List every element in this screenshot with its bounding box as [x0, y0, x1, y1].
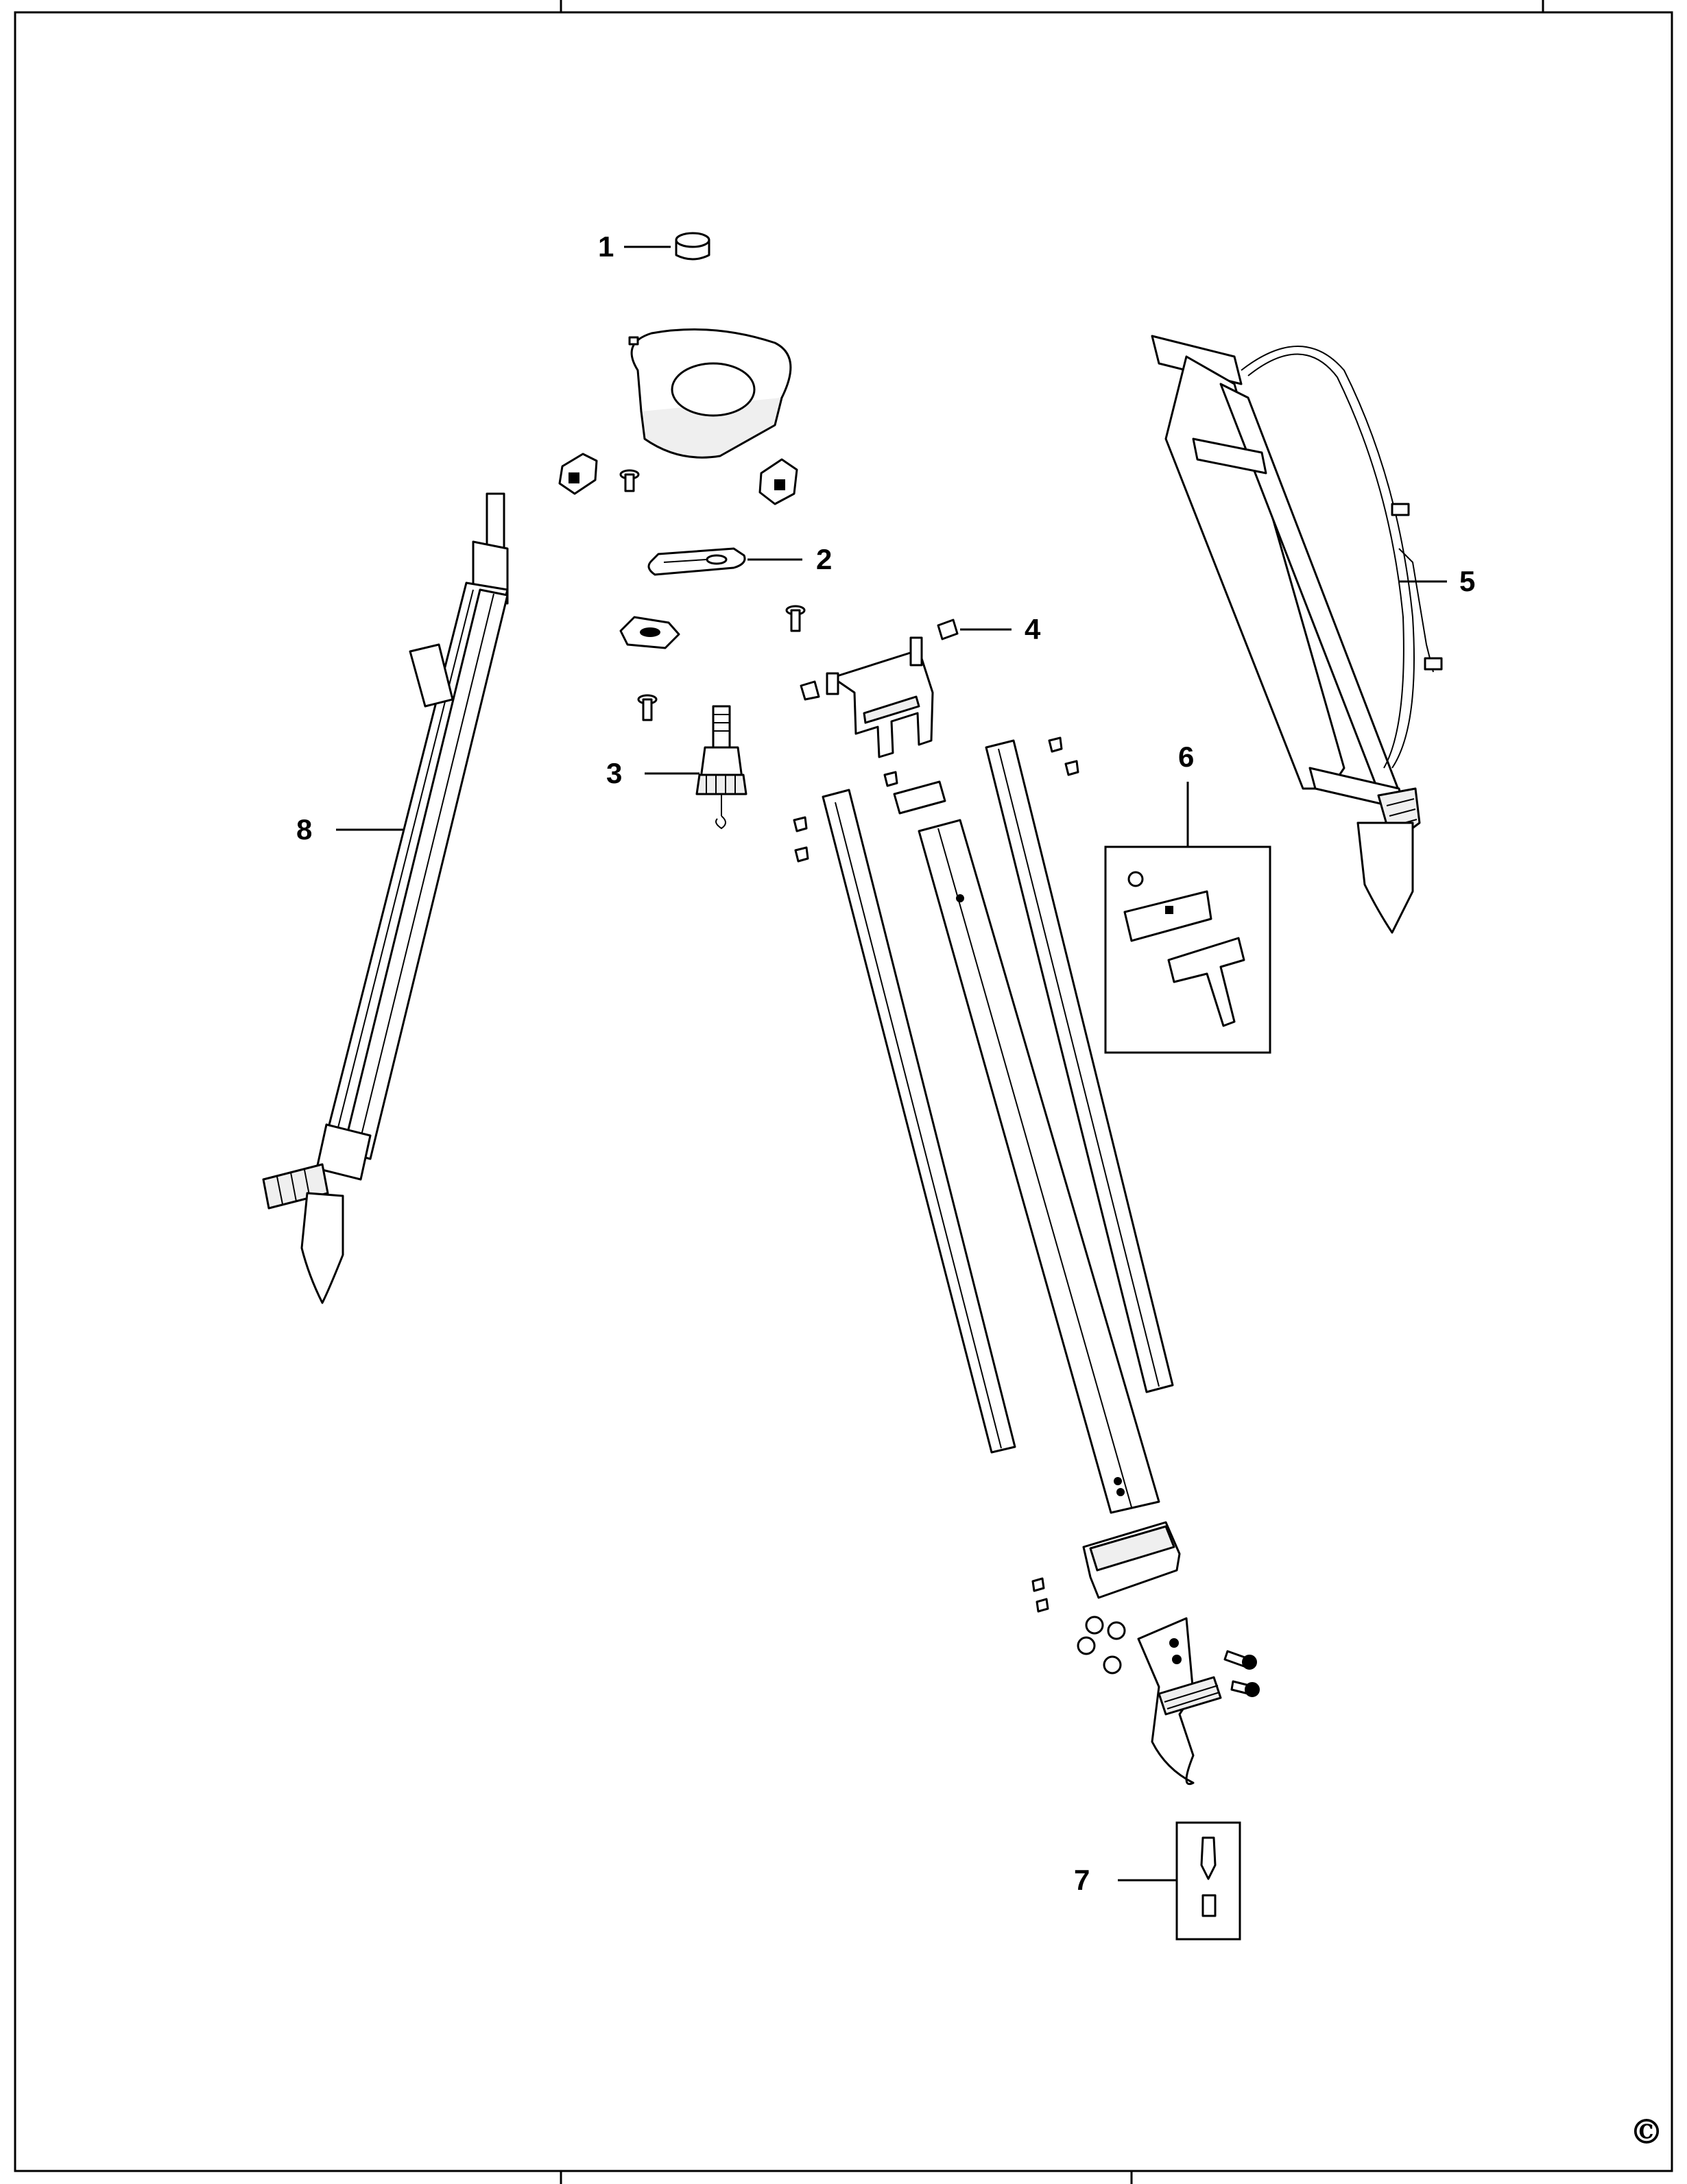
- hinge-block-right: [758, 458, 798, 505]
- callout-7: 7: [1074, 1864, 1090, 1896]
- leg-channel-center: [918, 819, 1160, 1514]
- callout-3: 3: [606, 757, 622, 789]
- screw-pair-upper: [793, 736, 1079, 863]
- callout-2: 2: [816, 543, 832, 575]
- part-7-spike-set: [1175, 1821, 1241, 1941]
- nut-plate: [619, 616, 680, 649]
- callout-leaders: [336, 245, 1447, 1882]
- part-6-leg-clamp-kit: [1104, 845, 1271, 1054]
- screw-small-1: [619, 469, 640, 492]
- callout-4: 4: [1025, 613, 1041, 645]
- page-frame: [14, 0, 1673, 2184]
- leg-channel-left: [822, 789, 1016, 1454]
- foot-clamp-sleeve: [1082, 1521, 1181, 1599]
- hinge-bracket: [800, 636, 934, 758]
- part-4-pin: [937, 619, 959, 640]
- part-3-center-knob: [695, 705, 747, 830]
- callout-8: 8: [296, 813, 312, 845]
- part-2-clamp-lever: [647, 547, 746, 576]
- copyright-mark: ©: [1629, 2111, 1664, 2152]
- part-8-leg-assembly: [262, 492, 509, 1304]
- hinge-block-left: [558, 453, 598, 495]
- part-1-cap: [675, 232, 710, 261]
- nuts-and-washers: [1031, 1577, 1126, 1675]
- callout-5: 5: [1459, 565, 1475, 597]
- callout-6: 6: [1178, 741, 1194, 773]
- part-5-leg-assembly: [1151, 335, 1443, 934]
- bolts-right: [1223, 1650, 1260, 1697]
- tripod-head-plate: [628, 328, 792, 459]
- screw-small-3: [637, 694, 658, 721]
- screw-small-4: [883, 771, 898, 787]
- screw-small-2: [785, 605, 806, 632]
- callout-1: 1: [598, 230, 614, 263]
- leg-channel-right: [985, 739, 1174, 1393]
- foot-spike: [1137, 1617, 1222, 1785]
- leg-end-cap: [893, 780, 946, 815]
